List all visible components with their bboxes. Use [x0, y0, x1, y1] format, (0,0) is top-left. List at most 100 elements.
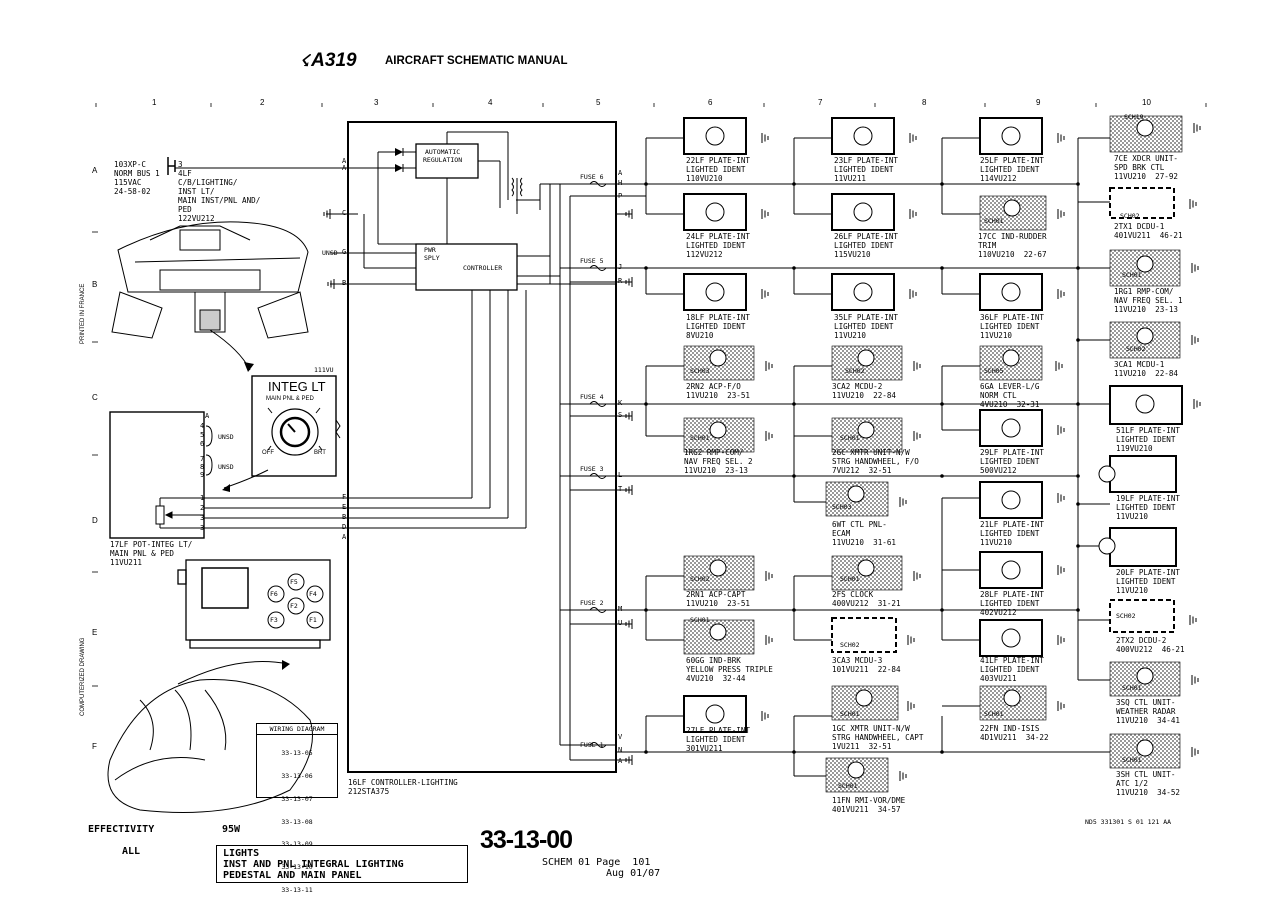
comp-41lf: 41LF PLATE-INT LIGHTED IDENT 403VU211 — [980, 656, 1045, 683]
grid-col-8: 8 — [922, 98, 927, 107]
unsd-lower-label: UNSD — [218, 463, 234, 471]
effectivity-all: ALL — [122, 846, 141, 857]
grid-ticks-top — [95, 103, 1207, 107]
wd-ref[interactable]: 33-13-11 — [281, 885, 313, 894]
title-line-2: INST AND PNL INTEGRAL LIGHTING — [223, 859, 404, 870]
wd-ref[interactable]: 33-13-10 — [281, 863, 313, 872]
effectivity-label: EFFECTIVITY — [88, 824, 155, 835]
key-f3: F3 — [270, 616, 278, 624]
comp-29lf: 29LF PLATE-INT LIGHTED IDENT 500VU212 — [980, 448, 1045, 475]
auto-regulation-label: AUTOMATIC REGULATION — [423, 148, 463, 164]
aircraft-logo: ☇A319 — [300, 50, 357, 71]
tag-sch01: SCH01 — [984, 710, 1004, 718]
knob-off-label: OFF — [262, 450, 274, 456]
wiring-diagram-title: WIRING DIAGRAM — [257, 724, 337, 735]
tag-sch03: SCH03 — [832, 503, 852, 511]
tag-sch02: SCH02 — [840, 641, 860, 649]
comp-17cc: 17CC IND-RUDDER TRIM 110VU210 22-67 — [978, 232, 1047, 259]
key-f6: F6 — [270, 590, 278, 598]
tag-sch19: SCH19 — [1124, 113, 1144, 121]
tag-sch01: SCH01 — [1122, 271, 1142, 279]
tag-sch05: SCH05 — [984, 367, 1004, 375]
side-computerized-drawing: COMPUTERIZED DRAWING — [80, 637, 86, 716]
tag-sch02: SCH02 — [845, 367, 865, 375]
tag-sch03: SCH03 — [690, 367, 710, 375]
fuse-6-label: FUSE 6 — [580, 173, 604, 181]
comp-51lf: 51LF PLATE-INT LIGHTED IDENT 119VU210 — [1116, 426, 1181, 453]
wiring-diagram-box: WIRING DIAGRAM 33-13-05 33-13-06 33-13-0… — [256, 723, 338, 893]
wd-ref[interactable]: 33-13-07 — [281, 794, 313, 803]
comp-6ga: 6GA LEVER-L/G NORM CTL 4VU210 32-31 — [980, 382, 1040, 409]
controller-part-label: 16LF CONTROLLER-LIGHTING 212STA375 — [348, 778, 458, 796]
comp-7ce: 7CE XDCR UNIT- SPD BRK CTL 11VU210 27-92 — [1114, 154, 1179, 181]
tag-sch01: SCH01 — [690, 434, 710, 442]
tag-sch02: SCH02 — [1126, 345, 1146, 353]
comp-11fn: 11FN RMI-VOR/DME 401VU211 34-57 — [832, 796, 906, 814]
tag-sch01: SCH01 — [984, 217, 1004, 225]
title-line-1: LIGHTS — [223, 848, 260, 859]
comp-1rg1: 1RG1 RMP-COM/ NAV FREQ SEL. 1 11VU210 23… — [1114, 287, 1183, 314]
lamp-circles — [705, 119, 1155, 779]
grid-col-2: 2 — [260, 98, 265, 107]
comp-22fn: 22FN IND-ISIS 4D1VU211 34-22 — [980, 724, 1049, 742]
grid-row-c: C — [92, 393, 98, 402]
comp-3sq: 3SQ CTL UNIT- WEATHER RADAR 11VU210 34-4… — [1116, 698, 1181, 725]
comp-2fs: 2FS CLOCK 400VU212 31-21 — [832, 590, 901, 608]
title-box: LIGHTS INST AND PNL INTEGRAL LIGHTING PE… — [216, 845, 468, 883]
fuse-1-label: FUSE 1 — [580, 741, 604, 749]
tag-sch01: SCH01 — [1122, 684, 1142, 692]
grid-col-4: 4 — [488, 98, 493, 107]
comp-25lf: 25LF PLATE-INT LIGHTED IDENT 114VU212 — [980, 156, 1045, 183]
tag-sch01: SCH01 — [1122, 756, 1142, 764]
key-f1: F1 — [309, 616, 317, 624]
wd-ref[interactable]: 33-13-05 — [281, 749, 313, 758]
comp-35lf: 35LF PLATE-INT LIGHTED IDENT 11VU210 — [834, 313, 899, 340]
wd-ref[interactable]: 33-13-08 — [281, 817, 313, 826]
comp-3sh: 3SH CTL UNIT- ATC 1/2 11VU210 34-52 — [1116, 770, 1181, 797]
comp-3ca3: 3CA3 MCDU-3 101VU211 22-84 — [832, 656, 901, 674]
unsd-upper-label: UNSD — [218, 433, 234, 441]
grid-row-f: F — [92, 742, 97, 751]
comp-1gc: 1GC XMTR UNIT-N/W STRG HANDWHEEL, CAPT 1… — [832, 724, 924, 751]
comp-2rn1: 2RN1 ACP-CAPT 11VU210 23-51 — [686, 590, 751, 608]
comp-20lf: 20LF PLATE-INT LIGHTED IDENT 11VU210 — [1116, 568, 1181, 595]
key-f2: F2 — [290, 602, 298, 610]
panel-id-111vu: 111VU — [314, 366, 334, 374]
ref-code: ND5 331301 S 01 121 AA — [1085, 818, 1172, 826]
circuit-breaker-label: 4LF C/B/LIGHTING/ INST LT/ MAIN INST/PNL… — [178, 169, 261, 223]
pot-box — [109, 411, 205, 539]
grid-ticks-left — [92, 231, 98, 687]
controller-label: CONTROLLER — [463, 264, 503, 272]
comp-24lf: 24LF PLATE-INT LIGHTED IDENT 112VU212 — [686, 232, 751, 259]
tag-sch02: SCH02 — [1116, 612, 1136, 620]
revision-date: Aug 01/07 — [606, 868, 661, 879]
schem-page: SCHEM 01 Page 101 — [542, 857, 651, 868]
comp-2rn2: 2RN2 ACP-F/O 11VU210 23-51 — [686, 382, 751, 400]
controller-box — [347, 121, 617, 773]
wd-ref[interactable]: 33-13-06 — [281, 771, 313, 780]
fuse-4-label: FUSE 4 — [580, 393, 604, 401]
tag-sch01: SCH01 — [840, 575, 860, 583]
pot-label: 17LF POT-INTEG LT/ MAIN PNL & PED 11VU21… — [110, 540, 193, 567]
grid-col-10: 10 — [1142, 98, 1151, 107]
pwr-sply-label: PWR SPLY — [424, 246, 440, 262]
comp-19lf: 19LF PLATE-INT LIGHTED IDENT 11VU210 — [1116, 494, 1181, 521]
mcdu-panel-sketch — [177, 559, 331, 649]
comp-2tx1: 2TX1 DCDU-1 401VU211 46-21 — [1114, 222, 1183, 240]
grid-row-d: D — [92, 516, 98, 525]
wd-ref[interactable]: 33-13-09 — [281, 840, 313, 849]
grid-row-b: B — [92, 280, 98, 289]
pwr-controller-box — [415, 243, 518, 291]
comp-1rg2: 1RG2 RMP-COM/ NAV FREQ SEL. 2 11VU210 23… — [684, 448, 753, 475]
comp-26lf: 26LF PLATE-INT LIGHTED IDENT 115VU210 — [834, 232, 899, 259]
comp-22lf: 22LF PLATE-INT LIGHTED IDENT 110VU210 — [686, 156, 751, 183]
key-f4: F4 — [309, 590, 317, 598]
doc-number: 33-13-00 — [480, 826, 573, 854]
fuse-5-label: FUSE 5 — [580, 257, 604, 265]
comp-2gc: 2GC XMTR UNIT-N/W STRG HANDWHEEL, F/O 7V… — [832, 448, 919, 475]
tag-sch02: SCH02 — [1120, 212, 1140, 220]
fuse-3-label: FUSE 3 — [580, 465, 604, 473]
airbus-swoosh-icon: ☇ — [300, 53, 310, 70]
fuse-2-label: FUSE 2 — [580, 599, 604, 607]
power-bus-label: 103XP-C NORM BUS 1 115VAC 24-58-02 — [114, 160, 160, 196]
